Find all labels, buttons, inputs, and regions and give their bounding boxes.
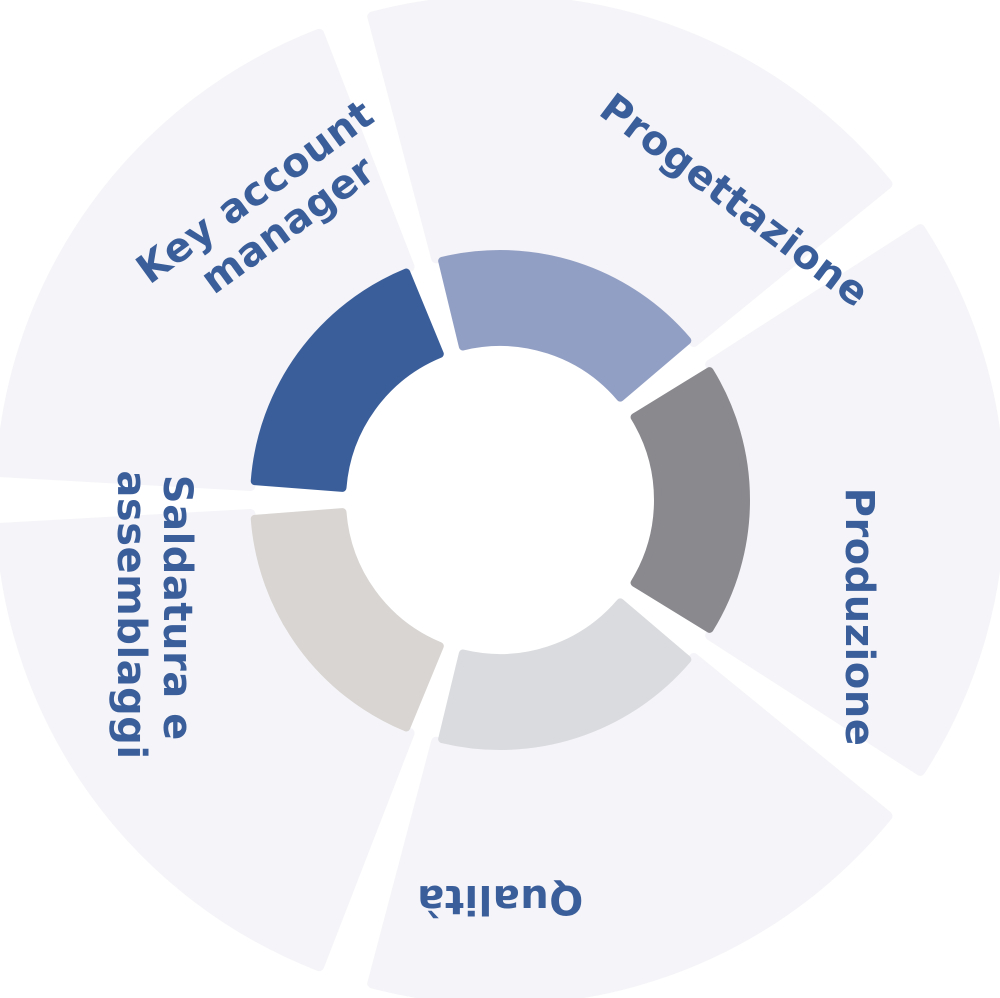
ring-segment-qualita bbox=[438, 598, 692, 750]
label-produzione: Produzione bbox=[836, 488, 882, 747]
ring-segment-saldatura-e-assemblaggi bbox=[250, 508, 444, 732]
inner-ring bbox=[250, 250, 750, 750]
label-qualita: Qualità bbox=[417, 876, 584, 922]
ring-segment-progettazione bbox=[438, 250, 692, 402]
label-saldatura-e-assemblaggi: Saldatura e assemblaggi bbox=[108, 470, 200, 759]
ring-segment-produzione bbox=[630, 367, 750, 633]
ring-segment-key-account-manager bbox=[250, 268, 444, 492]
